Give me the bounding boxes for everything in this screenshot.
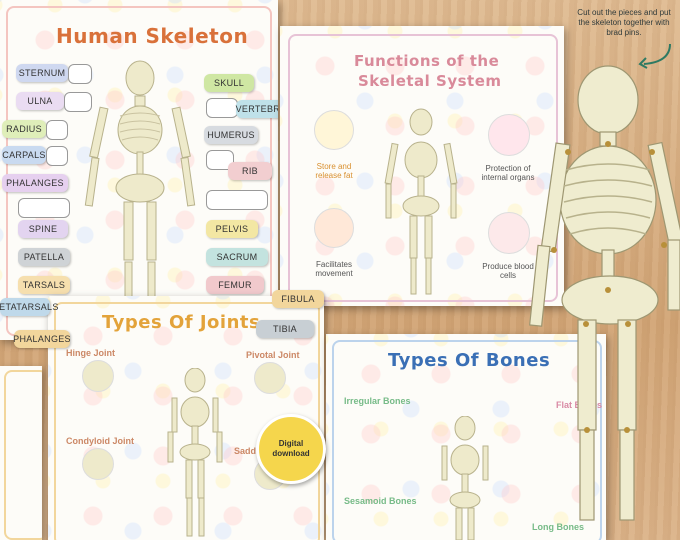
sheet-title-line1: Functions of the — [354, 52, 500, 70]
function-label: Produce blood cells — [482, 262, 534, 280]
sheet-title: Human Skeleton — [56, 24, 249, 48]
label-sternum[interactable]: STERNUM — [16, 64, 68, 82]
label-rib[interactable]: RIB — [228, 162, 272, 180]
bones-sheet: Types Of Bones Irregular Bones Sesamoid … — [326, 334, 606, 540]
functions-sheet: Functions of the Skeletal System Store a… — [280, 26, 564, 306]
bone-heading: Sesamoid Bones — [344, 496, 417, 506]
arrow-icon — [638, 43, 671, 69]
label-carpals[interactable]: CARPALS — [2, 146, 46, 164]
label-phalanges-loose[interactable]: PHALANGES — [13, 330, 71, 348]
label-metatarsals[interactable]: METATARSALS — [0, 298, 58, 316]
skeleton-figure — [167, 368, 223, 537]
instruction-note: Cut out the pieces and put the skeleton … — [577, 8, 671, 37]
sheet-title: Types Of Joints — [102, 312, 261, 333]
pivot-joint-icon — [254, 362, 286, 394]
badge-text: Digital download — [272, 439, 310, 458]
label-fibula[interactable]: FIBULA — [272, 290, 324, 308]
joint-heading: Condyloid Joint — [66, 436, 134, 446]
label-skull[interactable]: SKULL — [204, 74, 254, 92]
joint-heading: Hinge Joint — [66, 348, 115, 358]
condyloid-joint-icon — [82, 448, 114, 480]
label-vertebra[interactable]: VERTEBRA — [236, 100, 278, 118]
sheet-title-line2: Skeletal System — [358, 72, 502, 90]
sheet-title: Types Of Bones — [388, 350, 551, 371]
label-ulna[interactable]: ULNA — [16, 92, 64, 110]
function-label: Facilitates movement — [315, 260, 353, 278]
label-patella[interactable]: PATELLA — [18, 248, 70, 266]
human-skeleton-sheet: Human Skeleton STERNUM ULNA RADIUS CARPA… — [0, 0, 278, 340]
label-tibia[interactable]: TIBIA — [256, 320, 314, 338]
bone-heading: Long Bones — [532, 522, 584, 532]
blood-cells-icon — [488, 212, 530, 254]
organs-icon — [488, 114, 530, 156]
digital-download-badge: Digital download — [256, 414, 326, 484]
function-label: Store and release fat — [315, 162, 353, 180]
label-tarsals[interactable]: TARSALS — [18, 276, 70, 294]
label-femur[interactable]: FEMUR — [206, 276, 264, 294]
label-radius[interactable]: RADIUS — [2, 120, 46, 138]
hinge-joint-icon — [82, 360, 114, 392]
joint-icon — [314, 208, 354, 248]
function-label: Protection of internal organs — [481, 164, 535, 182]
skeleton-figure — [441, 416, 489, 540]
skeleton-figure — [384, 108, 458, 295]
label-pelvis[interactable]: PELVIS — [206, 220, 258, 238]
label-spine[interactable]: SPINE — [18, 220, 68, 238]
bone-heading: Irregular Bones — [344, 396, 411, 406]
label-phalanges[interactable]: PHALANGES — [2, 174, 68, 192]
joint-heading: Pivotal Joint — [246, 350, 300, 360]
label-humerus[interactable]: HUMERUS — [204, 126, 258, 144]
small-sheet — [0, 366, 42, 540]
fat-icon — [314, 110, 354, 150]
label-sacrum[interactable]: SACRUM — [206, 248, 268, 266]
cutout-skeleton — [529, 65, 680, 521]
skeleton-figure — [84, 60, 196, 311]
